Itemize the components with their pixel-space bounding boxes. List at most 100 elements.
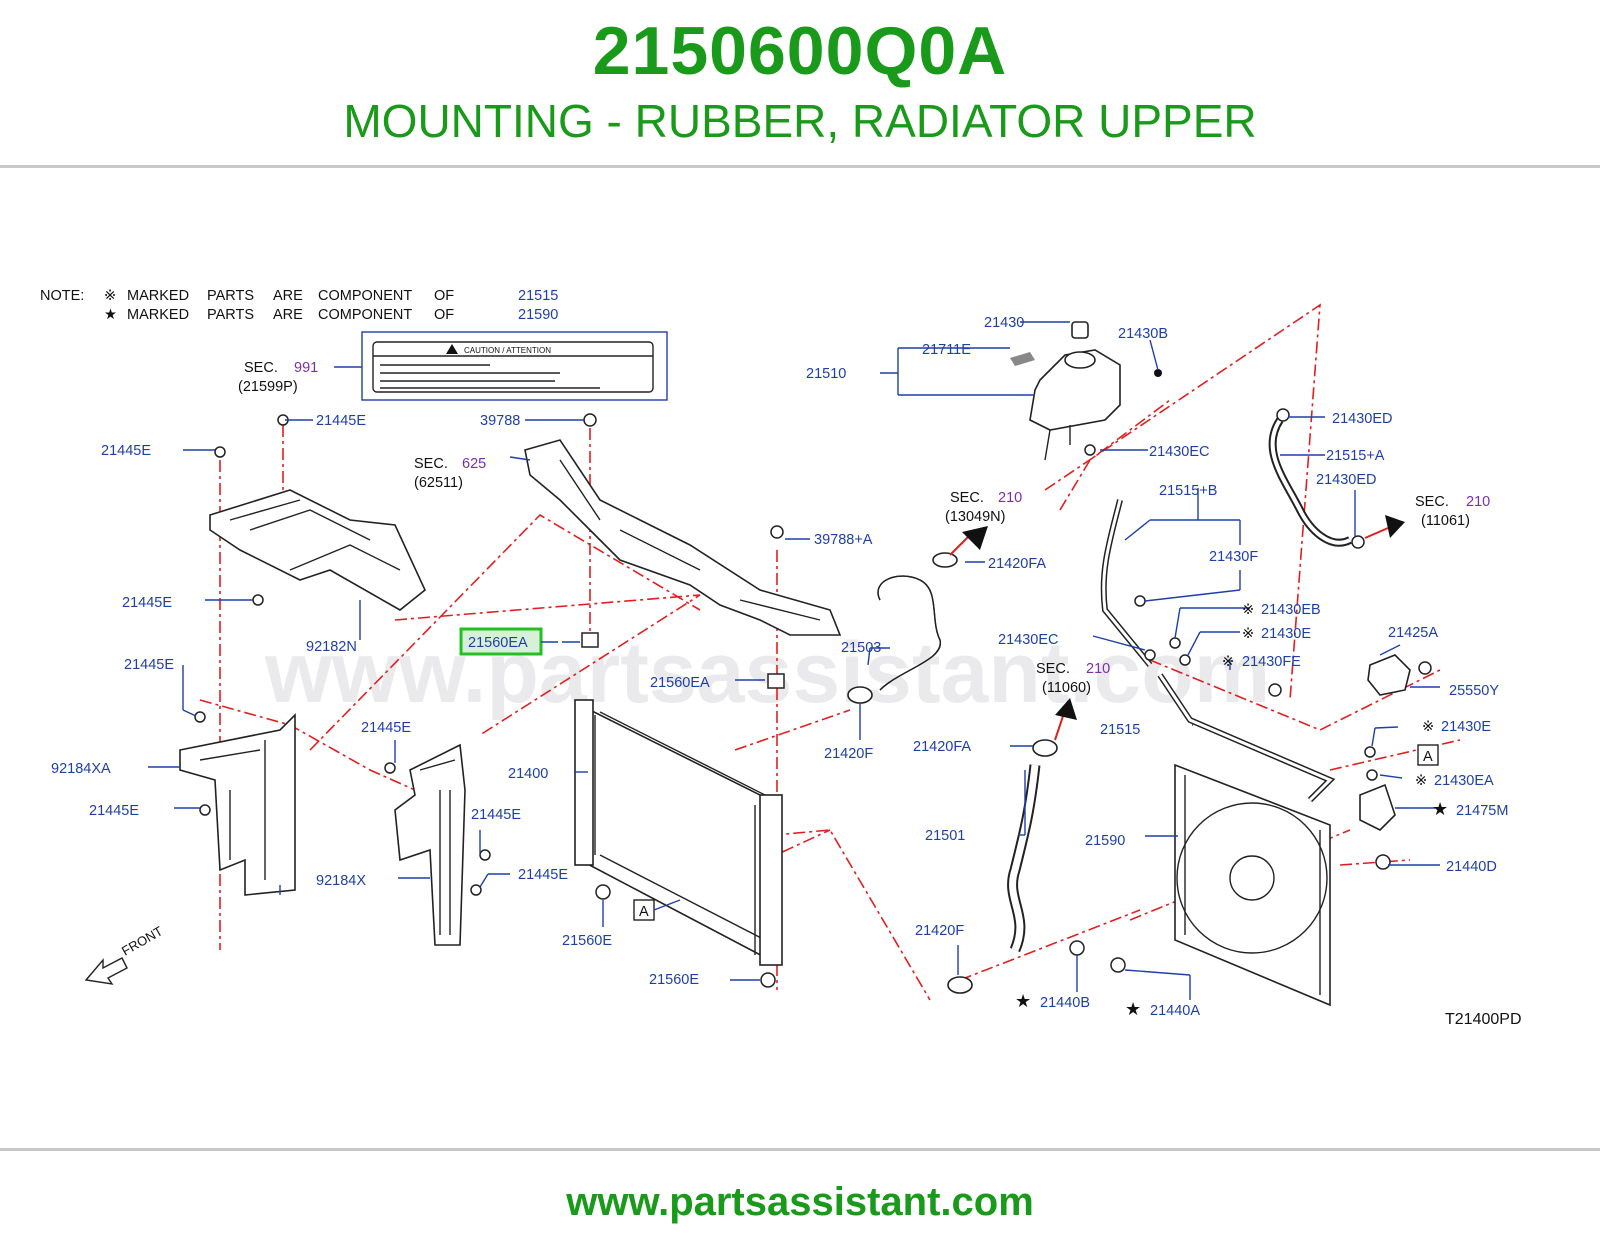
label-21440d[interactable]: 21440D	[1446, 859, 1497, 875]
label-92182n[interactable]: 92182N	[306, 639, 357, 655]
clip-21430fe[interactable]	[1268, 683, 1282, 697]
fan-shroud-21590[interactable]	[1174, 763, 1331, 1007]
label-21430b[interactable]: 21430B	[1118, 326, 1168, 342]
label-21400[interactable]: 21400	[508, 766, 548, 782]
sec625-number[interactable]: 625	[462, 456, 486, 472]
label-21430e-b[interactable]: 21430E	[1441, 719, 1491, 735]
clip-21430f[interactable]	[1134, 595, 1146, 607]
clip-21445e-1[interactable]	[214, 446, 226, 458]
label-21560e-a[interactable]: 21560E	[562, 933, 612, 949]
clip-21430b[interactable]	[1154, 369, 1162, 377]
clip-21445e-5[interactable]	[384, 762, 396, 774]
clamp-21420fa-lower[interactable]	[1032, 739, 1058, 757]
clip-21445e-3[interactable]	[252, 594, 264, 606]
label-21445e-g[interactable]: 21445E	[471, 807, 521, 823]
nut-21440b[interactable]	[1069, 940, 1085, 956]
label-21501[interactable]: 21501	[925, 828, 965, 844]
note2-ref[interactable]: 21590	[518, 307, 558, 323]
label-21445e-a[interactable]: 21445E	[101, 443, 151, 459]
label-21515[interactable]: 21515	[1100, 722, 1140, 738]
label-21425a[interactable]: 21425A	[1388, 625, 1438, 641]
clip-21430eb[interactable]	[1169, 637, 1181, 649]
label-21515a[interactable]: 21515+A	[1326, 448, 1385, 464]
side-deflector-92184xa[interactable]	[179, 713, 296, 896]
label-21503[interactable]: 21503	[841, 640, 881, 656]
label-21430ed-b[interactable]: 21430ED	[1316, 472, 1376, 488]
footer-url[interactable]: www.partsassistant.com	[566, 1180, 1034, 1224]
label-39788a[interactable]: 39788+A	[814, 532, 873, 548]
clip-21430ea[interactable]	[1366, 769, 1378, 781]
clip-21445e-4[interactable]	[194, 711, 206, 723]
label-21430[interactable]: 21430	[984, 315, 1024, 331]
label-21430ed-a[interactable]: 21430ED	[1332, 411, 1392, 427]
clip-21430ec-lower[interactable]	[1144, 649, 1156, 661]
label-21560ea-right[interactable]: 21560EA	[650, 675, 710, 691]
clip-21430e-upper[interactable]	[1179, 654, 1191, 666]
bolt-21425a[interactable]	[1418, 661, 1432, 675]
mount-21560ea-right[interactable]	[767, 673, 785, 689]
label-21420f-b[interactable]: 21420F	[915, 923, 964, 939]
sensor-25550y[interactable]	[1367, 654, 1411, 696]
label-21560e-b[interactable]: 21560E	[649, 972, 699, 988]
label-92184x[interactable]: 92184X	[316, 873, 366, 889]
clip-21445e-8[interactable]	[470, 884, 482, 896]
label-21430ec-a[interactable]: 21430EC	[1149, 444, 1209, 460]
clip-21445e-6[interactable]	[199, 804, 211, 816]
label-21510[interactable]: 21510	[806, 366, 846, 382]
clip-21430e-lower[interactable]	[1364, 746, 1376, 758]
label-21420fa-a[interactable]: 21420FA	[988, 556, 1046, 572]
label-21420fa-b[interactable]: 21420FA	[913, 739, 971, 755]
bolt-21440a[interactable]	[1110, 957, 1126, 973]
label-21430ea[interactable]: 21430EA	[1434, 773, 1494, 789]
label-21440a[interactable]: 21440A	[1150, 1003, 1200, 1019]
clip-21445e-7[interactable]	[479, 849, 491, 861]
sec210c-number[interactable]: 210	[1466, 494, 1490, 510]
sec210b-number[interactable]: 210	[1086, 661, 1110, 677]
clamp-21420f-upper[interactable]	[847, 686, 873, 704]
label-39788[interactable]: 39788	[480, 413, 520, 429]
mount-21560e-2[interactable]	[760, 972, 776, 988]
sec210a-number[interactable]: 210	[998, 490, 1022, 506]
label-21475m[interactable]: 21475M	[1456, 803, 1508, 819]
note1-ref[interactable]: 21515	[518, 288, 558, 304]
label-92184xa[interactable]: 92184XA	[51, 761, 111, 777]
label-21430ec-b[interactable]: 21430EC	[998, 632, 1058, 648]
upper-deflector-92182n[interactable]	[209, 489, 426, 611]
label-21445e-h[interactable]: 21445E	[518, 867, 568, 883]
clamp-21430ed-1[interactable]	[1276, 408, 1290, 422]
sec991-number[interactable]: 991	[294, 360, 318, 376]
label-21420f-a[interactable]: 21420F	[824, 746, 873, 762]
label-21430fe[interactable]: 21430FE	[1242, 654, 1301, 670]
label-21445e-b[interactable]: 21445E	[316, 413, 366, 429]
label-21515b[interactable]: 21515+B	[1159, 483, 1217, 499]
bracket-21475m[interactable]	[1359, 783, 1396, 831]
label-21711e[interactable]	[1010, 352, 1035, 366]
bolt-21440d[interactable]	[1375, 854, 1391, 870]
clamp-21430ed-2[interactable]	[1351, 535, 1365, 549]
label-21711e[interactable]: 21711E	[922, 342, 971, 358]
reservoir-tank[interactable]	[1010, 321, 1121, 461]
bolt-39788[interactable]	[583, 413, 597, 427]
bolt-39788a[interactable]	[770, 525, 784, 539]
reservoir-cap-21430[interactable]	[1071, 321, 1089, 339]
clamp-21420f-lower[interactable]	[947, 976, 973, 994]
clip-21430ec-upper[interactable]	[1084, 444, 1096, 456]
label-21440b[interactable]: 21440B	[1040, 995, 1090, 1011]
label-25550y[interactable]: 25550Y	[1449, 683, 1499, 699]
clamp-21420fa-upper[interactable]	[932, 552, 958, 568]
label-21445e-f[interactable]: 21445E	[89, 803, 139, 819]
label-21430e-a[interactable]: 21430E	[1261, 626, 1311, 642]
mount-21560ea-left[interactable]	[581, 632, 599, 648]
label-21445e-d[interactable]: 21445E	[124, 657, 174, 673]
radiator-core-support[interactable]	[524, 439, 842, 636]
label-21445e-c[interactable]: 21445E	[122, 595, 172, 611]
label-21560ea-highlighted[interactable]: 21560EA	[468, 635, 528, 651]
label-21430eb[interactable]: 21430EB	[1261, 602, 1321, 618]
side-deflector-92184x[interactable]	[394, 743, 466, 946]
label-21430f[interactable]: 21430F	[1209, 549, 1258, 565]
label-21590[interactable]: 21590	[1085, 833, 1125, 849]
mount-21560e-1[interactable]	[595, 884, 611, 900]
highlighted-part-21560ea[interactable]: 21560EA	[459, 627, 543, 656]
label-21445e-e[interactable]: 21445E	[361, 720, 411, 736]
radiator-21400[interactable]	[574, 699, 783, 966]
